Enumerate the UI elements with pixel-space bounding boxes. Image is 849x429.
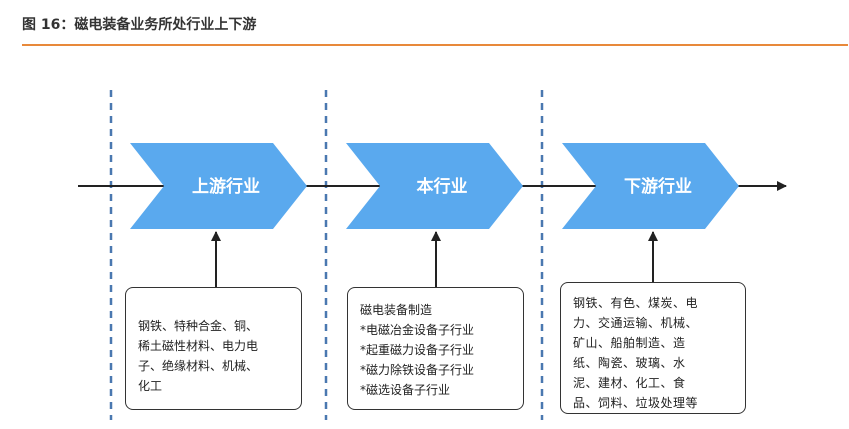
figure-title-text: 磁电装备业务所处行业上下游	[74, 17, 257, 33]
chevron-label-downstream: 下游行业	[624, 176, 692, 197]
downstream-line-1: 钢铁、有色、煤炭、电	[573, 296, 699, 310]
downstream-line-6: 品、饲料、垃圾处理等	[573, 396, 699, 410]
chevron-label-upstream: 上游行业	[192, 176, 260, 197]
midstream-line-1: 磁电装备制造	[360, 303, 433, 317]
upstream-line-2: 稀土磁性材料、电力电	[138, 339, 259, 353]
upstream-line-3: 子、绝缘材料、机械、	[138, 359, 259, 373]
downstream-applications-box: 钢铁、有色、煤炭、电 力、交通运输、机械、 矿山、船舶制造、造 纸、陶瓷、玻璃、…	[560, 282, 746, 414]
upstream-materials-box: 钢铁、特种合金、铜、 稀土磁性材料、电力电 子、绝缘材料、机械、 化工	[125, 287, 302, 410]
midstream-line-5: *磁选设备子行业	[360, 383, 451, 397]
downstream-line-2: 力、交通运输、机械、	[573, 316, 699, 330]
chevron-midstream	[346, 143, 523, 229]
downstream-line-3: 矿山、船舶制造、造	[573, 336, 686, 350]
downstream-line-4: 纸、陶瓷、玻璃、水	[573, 356, 686, 370]
figure-number: 图 16	[22, 17, 61, 33]
figure-title: 图 16：磁电装备业务所处行业上下游	[22, 14, 256, 34]
chevron-upstream	[130, 143, 307, 229]
figure-title-separator: ：	[60, 17, 75, 33]
upstream-line-1: 钢铁、特种合金、铜、	[138, 319, 259, 333]
midstream-industry-box: 磁电装备制造 *电磁冶金设备子行业 *起重磁力设备子行业 *磁力除铁设备子行业 …	[347, 287, 524, 410]
downstream-line-5: 泥、建材、化工、食	[573, 376, 686, 390]
midstream-line-3: *起重磁力设备子行业	[360, 343, 475, 357]
chevron-label-midstream: 本行业	[417, 176, 468, 197]
chevron-downstream	[562, 143, 739, 229]
midstream-line-4: *磁力除铁设备子行业	[360, 363, 475, 377]
midstream-line-2: *电磁冶金设备子行业	[360, 323, 475, 337]
title-underline	[22, 44, 848, 46]
upstream-line-4: 化工	[138, 379, 163, 393]
